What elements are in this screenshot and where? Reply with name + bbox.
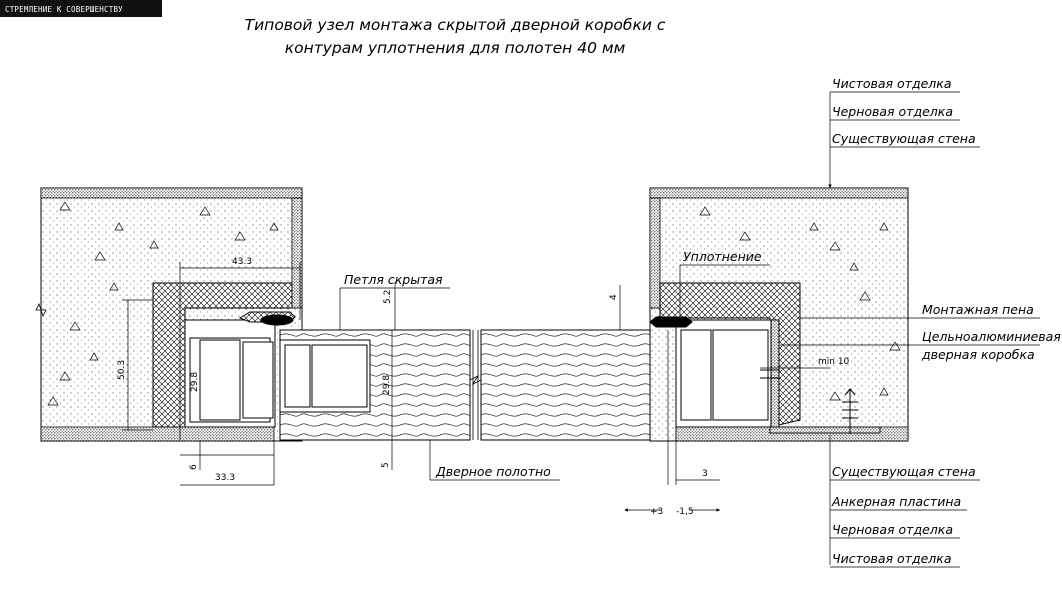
- dim-5-2: 5.2: [383, 290, 393, 304]
- logo-text: СТРЕМЛЕНИЕ К СОВЕРШЕНСТВУ: [5, 5, 123, 14]
- title-line-1: Типовой узел монтажа скрытой дверной кор…: [244, 16, 666, 34]
- aluminium-frame: [649, 316, 780, 428]
- label-finish-top: Чистовая отделка: [832, 76, 951, 91]
- door-leaf: [279, 329, 672, 441]
- label-rough-bottom: Черновая отделка: [832, 522, 953, 537]
- dim-29-8-right: 29.8: [382, 375, 392, 395]
- anchor-plate: [769, 388, 881, 434]
- dim-33-3: 33.3: [215, 473, 235, 483]
- dim-43-3: 43.3: [232, 257, 252, 267]
- label-seal: Уплотнение: [683, 249, 762, 264]
- dim-plus-3: +3: [650, 507, 663, 517]
- dim-4: 4: [609, 294, 619, 300]
- company-logo: СТРЕМЛЕНИЕ К СОВЕРШЕНСТВУ: [0, 0, 162, 17]
- label-wall-bottom: Существующая стена: [832, 464, 976, 479]
- label-wall-top: Существующая стена: [832, 131, 976, 146]
- label-anchor: Анкерная пластина: [831, 494, 961, 509]
- dimensions-left: [122, 262, 560, 486]
- label-rough-top: Черновая отделка: [832, 104, 953, 119]
- label-hinge: Петля скрытая: [344, 272, 443, 287]
- dim-6: 6: [189, 464, 199, 470]
- dim-5: 5: [381, 462, 391, 468]
- dim-3: 3: [702, 469, 708, 479]
- label-finish-bottom: Чистовая отделка: [832, 551, 951, 566]
- dim-50-3: 50.3: [117, 360, 127, 380]
- dimensions-right: [619, 264, 830, 512]
- dim-29-8-left: 29.8: [190, 372, 200, 392]
- drawing-title: Типовой узел монтажа скрытой дверной кор…: [170, 14, 740, 60]
- title-line-2: контурам уплотнения для полотен 40 мм: [284, 39, 626, 57]
- dim-min-10: min 10: [818, 357, 850, 367]
- dim-minus-1-5: -1,5: [676, 507, 694, 517]
- leaders: [780, 91, 1040, 568]
- label-door-leaf: Дверное полотно: [435, 464, 551, 479]
- label-foam: Монтажная пена: [922, 302, 1034, 317]
- label-frame-line1: Цельноалюминиевая: [922, 329, 1061, 344]
- label-frame-line2: дверная коробка: [921, 347, 1035, 362]
